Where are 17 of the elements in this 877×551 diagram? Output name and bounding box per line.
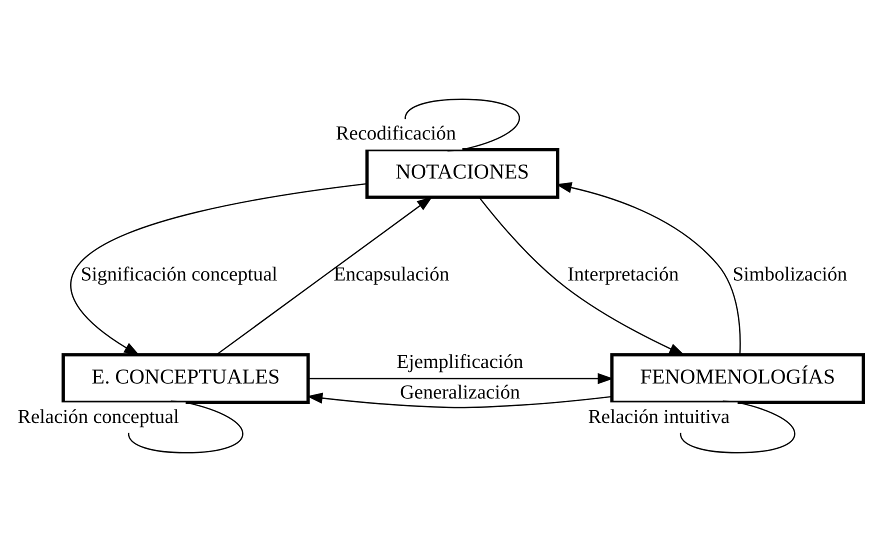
arrow: [306, 392, 612, 408]
arrow: [70, 182, 367, 356]
edge-label: Encapsulación: [334, 263, 450, 286]
arrow: [478, 196, 686, 356]
arrow: [216, 196, 433, 355]
edge-label: Generalización: [400, 380, 520, 403]
node-box: NOTACIONES: [365, 147, 560, 198]
edge-label: Significación conceptual: [80, 263, 278, 286]
edge-label: Interpretación: [568, 263, 679, 286]
arrow: [556, 182, 741, 354]
node-box: FENOMENOLOGÍAS: [610, 352, 866, 404]
edge-label: Simbolización: [732, 263, 848, 286]
edge-label: Ejemplificación: [396, 350, 524, 372]
edge-label: Recodificación: [336, 122, 456, 144]
edge-label: Relación conceptual: [18, 405, 180, 428]
node-box: E. CONCEPTUALES: [62, 352, 310, 404]
edge-label: Relación intuitiva: [588, 405, 730, 428]
